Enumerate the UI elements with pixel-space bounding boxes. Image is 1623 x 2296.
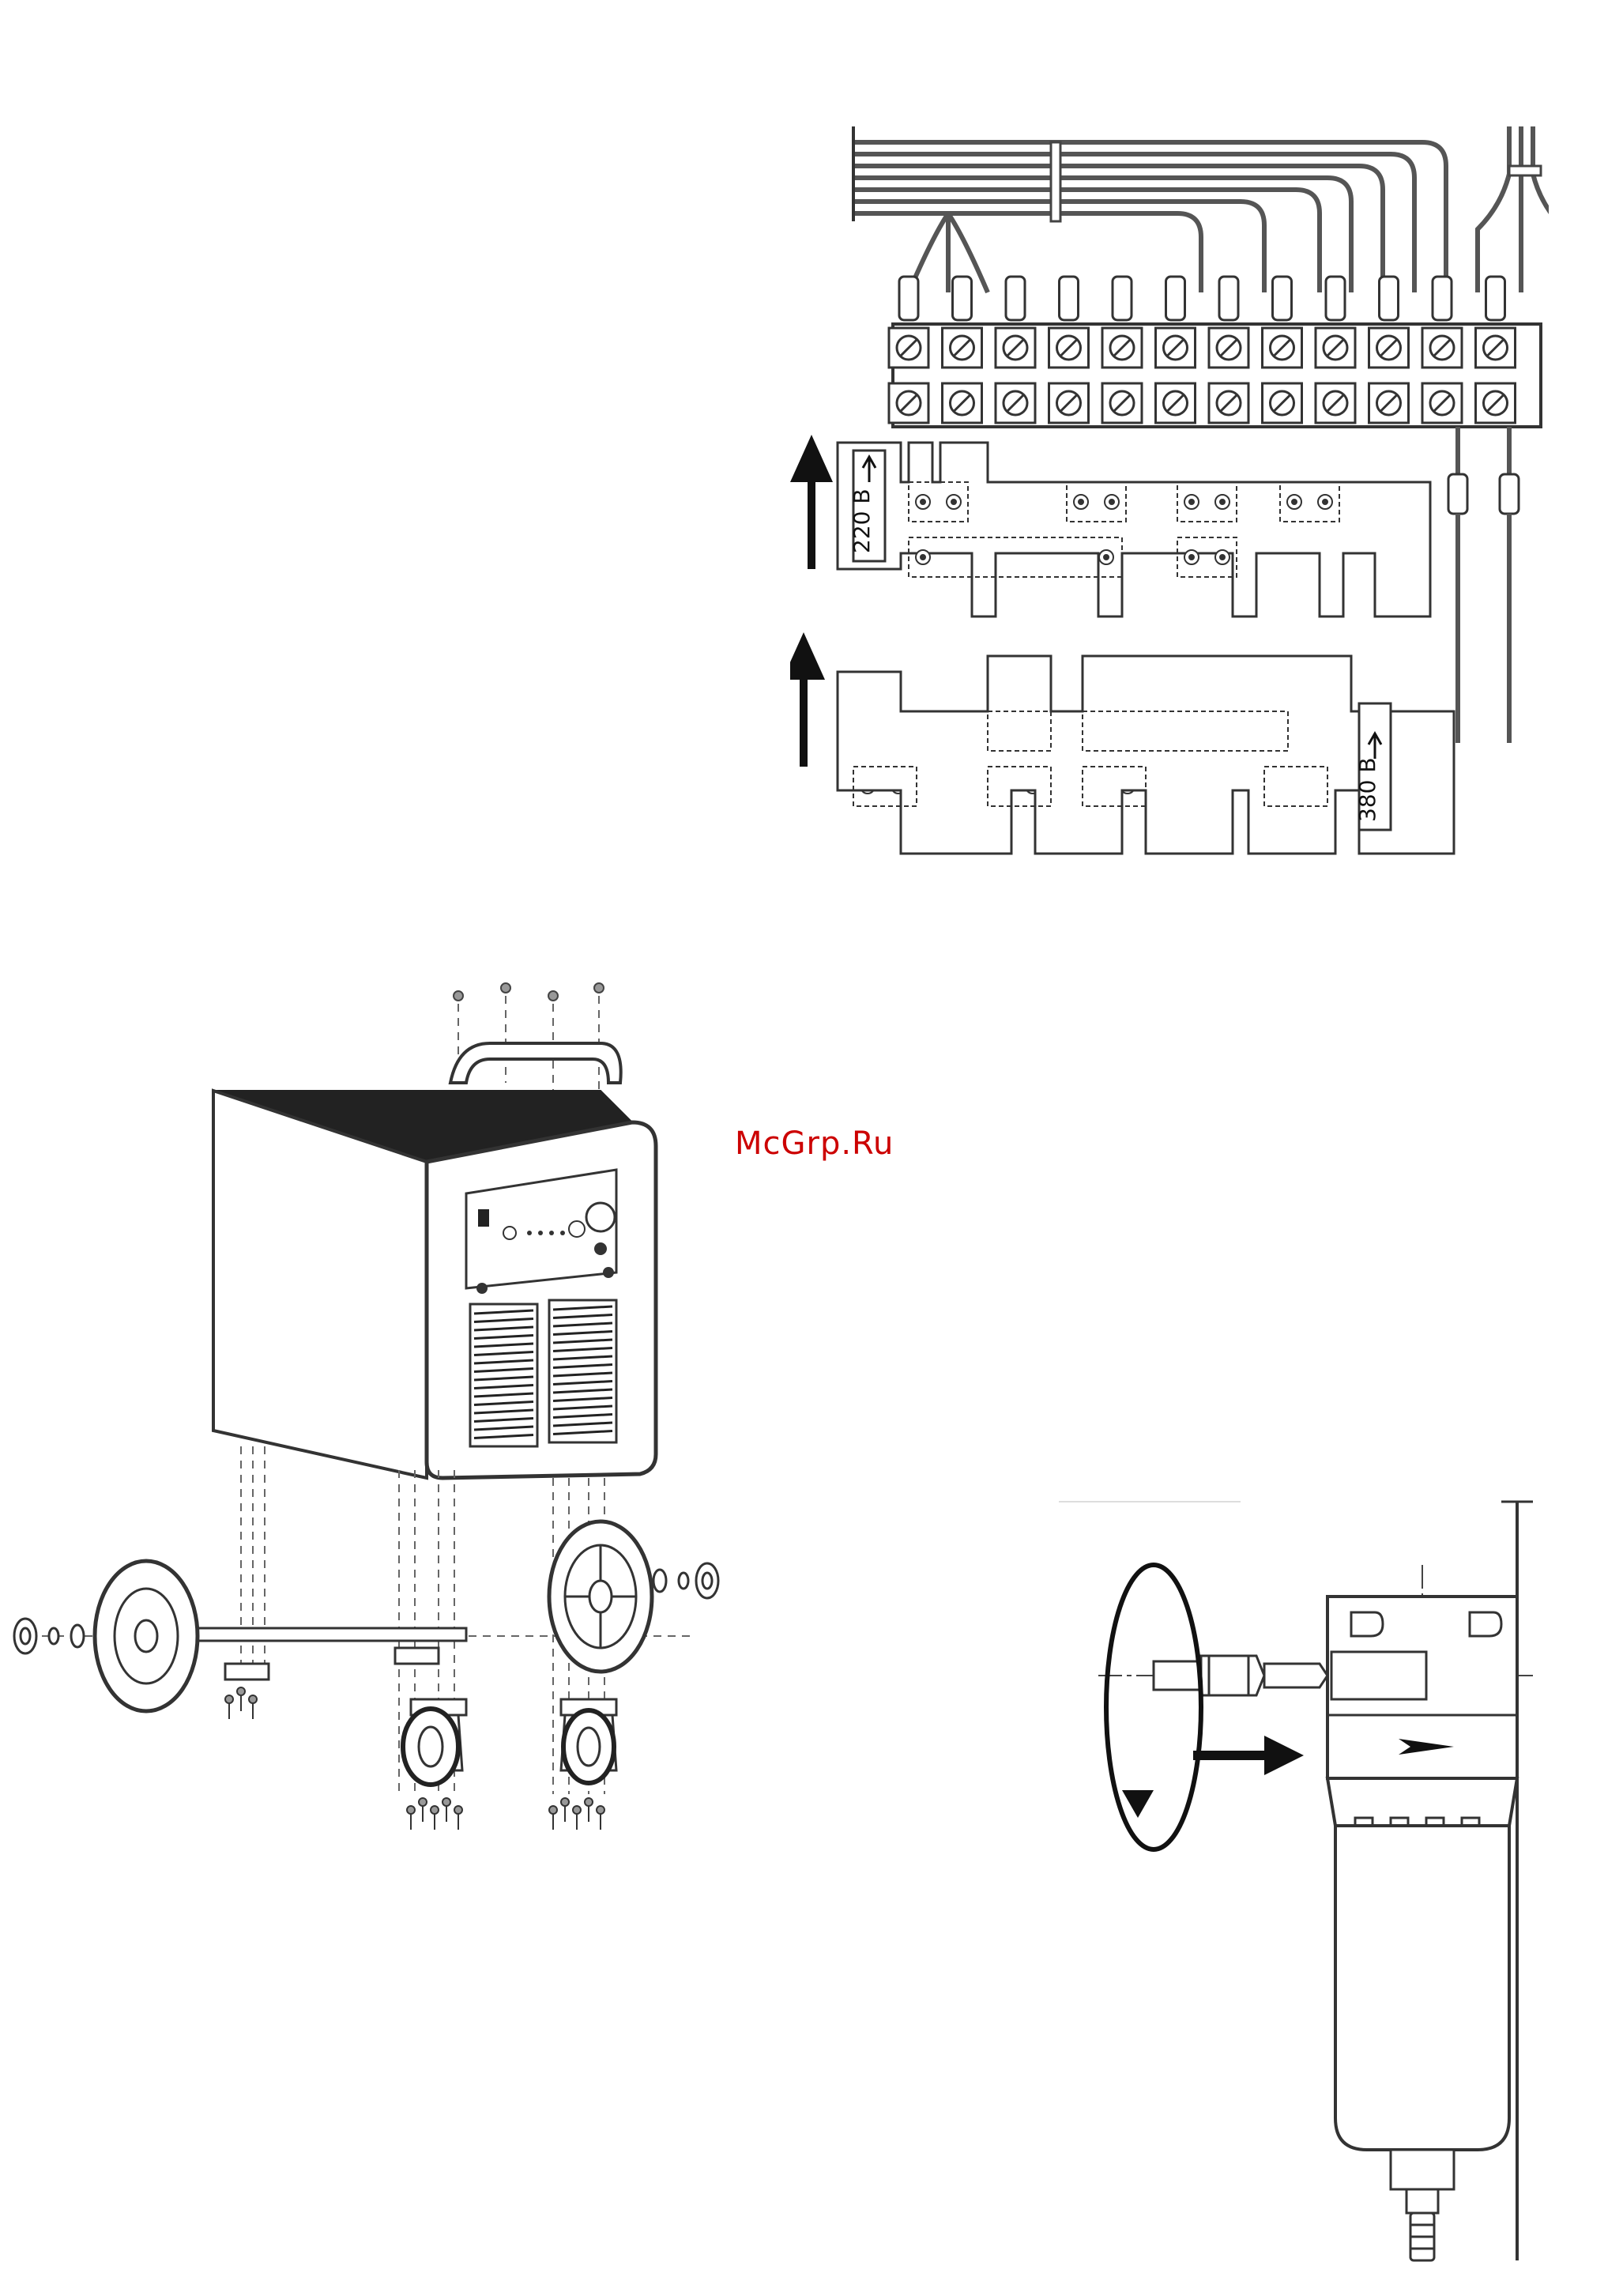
screw [454,1806,462,1830]
drain-valve [1391,2150,1454,2260]
wire-connector [1433,277,1452,320]
wire-connector [1219,277,1238,320]
bridge-220v [838,443,1430,616]
bridge-screw [916,550,930,564]
screw [237,1687,245,1711]
swivel-caster-left [403,1699,466,1785]
wire-connector [953,277,972,320]
wire-bundle [853,126,1549,292]
axle [190,1628,466,1641]
welder-assembly-diagram [0,956,727,1857]
bridge-screw [1184,550,1199,564]
screw [585,1798,593,1822]
handle [450,1043,621,1083]
wire-connector [1166,277,1185,320]
bridge-screw [1215,550,1229,564]
bridge-screw [916,495,930,509]
bridge-screw [1287,495,1301,509]
bridge-screw [1215,495,1229,509]
screw [407,1806,415,1830]
rear-wheel-left [95,1561,198,1711]
bridge-screw [1318,495,1332,509]
wire-connector [1113,277,1132,320]
bridge-screw [947,495,961,509]
wire-connector [899,277,918,320]
wire-connector [1060,277,1079,320]
rotate-arrow-icon [1106,1565,1201,1849]
bridge-screw [1074,495,1088,509]
knob [569,1221,585,1237]
right-arrow-icon [1193,1736,1304,1775]
screw [561,1798,569,1822]
bridge-screw [1105,495,1119,509]
up-arrow-icon [790,435,833,569]
up-arrow-icon [790,632,825,767]
screw [225,1695,233,1719]
wire-connector [1486,277,1505,320]
screw [419,1798,427,1822]
screw [597,1806,604,1830]
wire-connector [1273,277,1292,320]
label-380v: 380 В [1354,757,1380,822]
bowl [1335,1826,1509,2150]
fitting [1154,1656,1327,1695]
wire-connector [1326,277,1345,320]
torch-connector [586,1203,615,1231]
wire-connector [1006,277,1025,320]
screw [442,1798,450,1822]
machine-front [427,1122,656,1478]
screw [249,1695,257,1719]
wire-connector [1380,277,1399,320]
screw [431,1806,439,1830]
screw [573,1806,581,1830]
swivel-caster-right [561,1699,616,1783]
label-220v: 220 В [849,488,875,553]
bridge-screw [1184,495,1199,509]
power-switch [478,1209,489,1227]
air-filter-diagram [1059,1486,1549,2276]
watermark: McGrp.Ru [735,1125,894,1162]
screw [549,1806,557,1830]
rear-wheel-right [549,1521,652,1672]
bridge-screw [1099,550,1113,564]
terminal-block-diagram: 220 В 380 В [790,111,1549,869]
